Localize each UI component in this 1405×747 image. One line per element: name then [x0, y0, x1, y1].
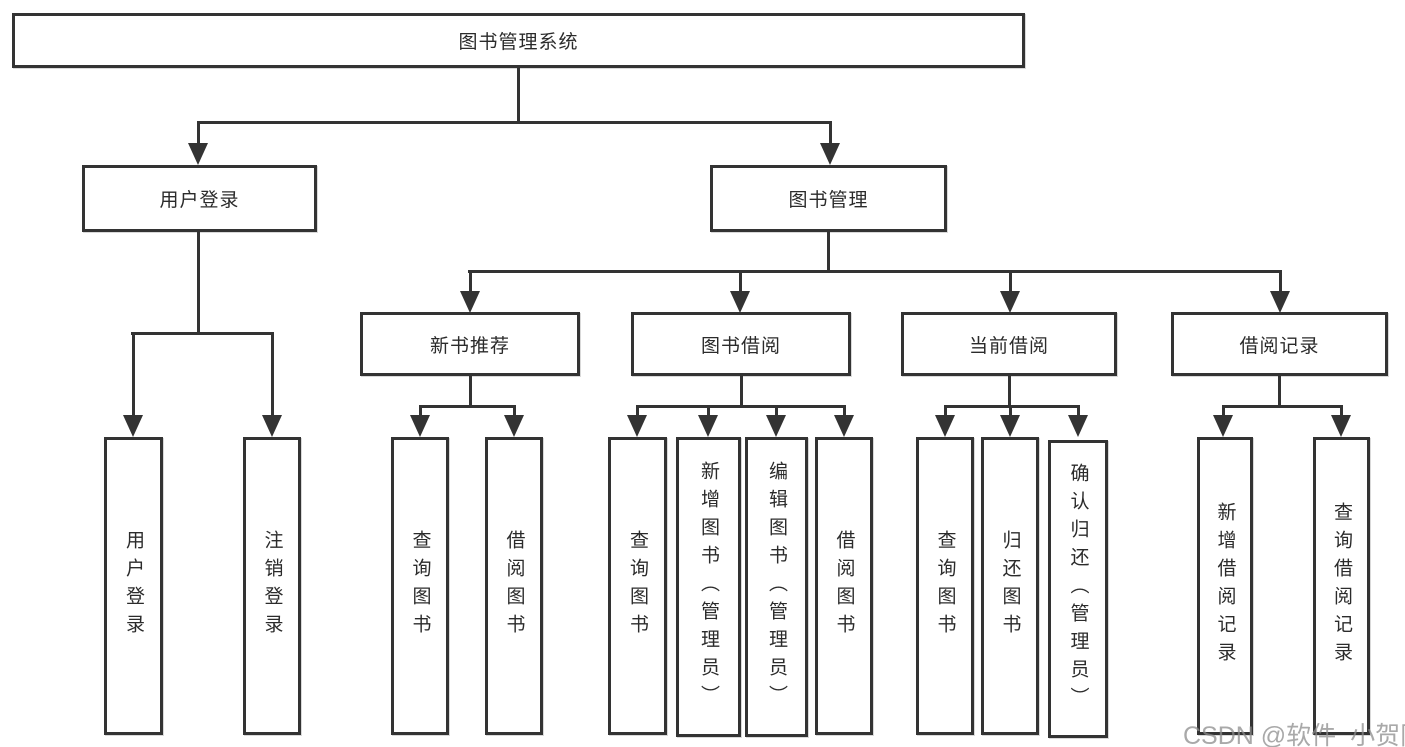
node-book-management-label: 图书管理	[788, 190, 869, 211]
node-current-borrow-label: 当前借阅	[968, 335, 1049, 357]
arrow-down-icon	[834, 415, 854, 437]
connector-borrow-records-vline	[1278, 374, 1281, 408]
connector-stem	[636, 405, 639, 417]
node-current-borrow: 当前借阅	[901, 312, 1117, 376]
connector-stem-borrow-records	[1279, 270, 1282, 292]
watermark: CSDN @软件_小贺同学	[1183, 722, 1405, 747]
leaf-logout: 注销登录	[243, 437, 301, 735]
arrow-down-icon	[1000, 291, 1020, 313]
leaf-current-query-books-label: 查询图书	[934, 530, 956, 642]
node-library-system-label: 图书管理系统	[458, 32, 579, 53]
arrow-down-icon	[504, 415, 524, 437]
connector-stem	[419, 405, 422, 417]
arrow-down-icon	[262, 415, 282, 437]
arrow-down-icon	[1068, 415, 1088, 437]
connector-book-borrow-vline	[740, 374, 743, 408]
connector-current-borrow-hline	[944, 405, 1080, 408]
node-book-management: 图书管理	[710, 165, 947, 232]
connector-current-borrow-vline	[1008, 374, 1011, 408]
node-library-system: 图书管理系统	[12, 13, 1025, 68]
arrow-down-icon	[935, 415, 955, 437]
leaf-edit-books-admin-label: 编辑图书（管理员）	[766, 461, 787, 713]
node-new-book-recommend: 新书推荐	[360, 312, 580, 376]
arrow-down-icon	[188, 143, 208, 165]
arrow-down-icon	[1000, 415, 1020, 437]
arrow-down-icon	[1213, 415, 1233, 437]
connector-book-borrow-hline	[636, 405, 846, 408]
connector-stem-leaf-user-login	[132, 332, 135, 417]
arrow-down-icon	[627, 415, 647, 437]
leaf-recommend-borrow-books-label: 借阅图书	[503, 530, 525, 642]
leaf-confirm-return-admin-label: 确认归还（管理员）	[1067, 463, 1089, 715]
connector-stem-current-borrow	[1009, 270, 1012, 292]
arrow-down-icon	[1270, 291, 1290, 313]
leaf-edit-books-admin: 编辑图书（管理员）	[745, 437, 808, 737]
connector-stem	[1340, 405, 1343, 417]
connector-root-vline	[517, 67, 520, 124]
leaf-return-books-label: 归还图书	[999, 530, 1021, 642]
connector-stem-user-login	[197, 121, 200, 146]
connector-stem	[1222, 405, 1225, 417]
arrow-down-icon	[410, 415, 430, 437]
leaf-user-login-label: 用户登录	[123, 530, 144, 642]
leaf-borrow-query-books-label: 查询图书	[627, 530, 648, 642]
leaf-borrow-borrow-books: 借阅图书	[815, 437, 873, 735]
connector-stem	[775, 405, 778, 417]
connector-borrow-records-hline	[1222, 405, 1342, 408]
leaf-add-borrow-record: 新增借阅记录	[1197, 437, 1253, 735]
leaf-recommend-query-books: 查询图书	[391, 437, 449, 735]
leaf-add-borrow-record-label: 新增借阅记录	[1214, 502, 1236, 670]
leaf-recommend-borrow-books: 借阅图书	[485, 437, 543, 735]
connector-stem	[843, 405, 846, 417]
connector-stem-new-book	[469, 270, 472, 292]
connector-stem	[707, 405, 710, 417]
leaf-confirm-return-admin: 确认归还（管理员）	[1048, 440, 1108, 738]
node-borrow-records: 借阅记录	[1171, 312, 1388, 376]
connector-book-management-hline	[468, 270, 1282, 273]
connector-stem	[944, 405, 947, 417]
connector-stem	[1009, 405, 1012, 417]
leaf-user-login: 用户登录	[104, 437, 163, 735]
leaf-return-books: 归还图书	[981, 437, 1039, 735]
connector-book-management-vline	[827, 232, 830, 273]
arrow-down-icon	[698, 415, 718, 437]
leaf-query-borrow-record: 查询借阅记录	[1313, 437, 1370, 735]
arrow-down-icon	[766, 415, 786, 437]
node-borrow-records-label: 借阅记录	[1239, 335, 1320, 357]
arrow-down-icon	[820, 143, 840, 165]
connector-user-login-hline	[131, 332, 274, 335]
connector-stem	[1077, 405, 1080, 417]
arrow-down-icon	[460, 291, 480, 313]
connector-stem-book-management	[829, 121, 832, 146]
node-user-login-label: 用户登录	[159, 190, 240, 211]
arrow-down-icon	[730, 291, 750, 313]
connector-root-hline	[197, 121, 832, 124]
node-book-borrow: 图书借阅	[631, 312, 851, 376]
leaf-borrow-borrow-books-label: 借阅图书	[833, 530, 855, 642]
node-new-book-recommend-label: 新书推荐	[429, 335, 510, 357]
leaf-query-borrow-record-label: 查询借阅记录	[1331, 502, 1352, 670]
connector-stem	[513, 405, 516, 417]
leaf-logout-label: 注销登录	[261, 530, 283, 642]
leaf-current-query-books: 查询图书	[916, 437, 974, 735]
connector-stem-leaf-logout	[271, 332, 274, 417]
connector-new-book-hline	[419, 405, 516, 408]
leaf-add-books-admin-label: 新增图书（管理员）	[698, 461, 719, 713]
connector-user-login-vline	[197, 232, 200, 335]
leaf-recommend-query-books-label: 查询图书	[409, 530, 431, 642]
connector-new-book-vline	[469, 374, 472, 408]
node-user-login: 用户登录	[82, 165, 317, 232]
connector-stem-book-borrow	[739, 270, 742, 292]
leaf-borrow-query-books: 查询图书	[608, 437, 667, 735]
leaf-add-books-admin: 新增图书（管理员）	[676, 437, 741, 737]
arrow-down-icon	[123, 415, 143, 437]
arrow-down-icon	[1331, 415, 1351, 437]
node-book-borrow-label: 图书借阅	[700, 335, 781, 357]
